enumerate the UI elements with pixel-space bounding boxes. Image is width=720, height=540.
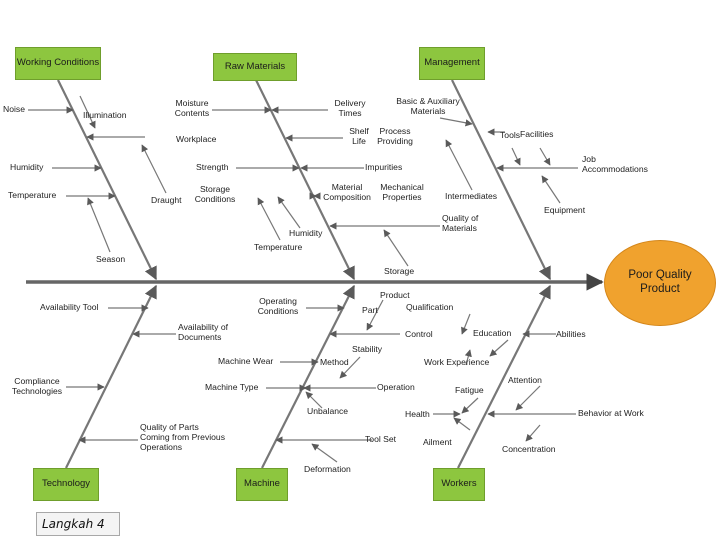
cause-work-experience: Work Experience (424, 357, 490, 367)
cause-control: Control (405, 329, 433, 339)
cause-part: Part (362, 305, 378, 315)
cause-attention: Attention (508, 375, 542, 385)
cause-equipment: Equipment (544, 205, 586, 215)
cause-method: Method (320, 357, 349, 367)
cause-machine-type: Machine Type (205, 382, 259, 392)
cause-temperature-rm: Temperature (254, 242, 303, 252)
bone-management (451, 79, 551, 281)
category-raw-materials: Raw Materials (213, 53, 297, 81)
cause-compliance-technologies: Compliance Technologies (11, 376, 63, 396)
cause-unbalance: Unbalance (307, 406, 349, 416)
category-working-conditions: Working Conditions (15, 47, 101, 80)
cause-material-composition: Material Composition (323, 182, 371, 202)
cause-abilities: Abilities (556, 329, 586, 339)
cause-deformation: Deformation (304, 464, 351, 474)
category-machine: Machine (236, 468, 288, 501)
bone-working-conditions (57, 79, 157, 281)
category-workers: Workers (433, 468, 485, 501)
cause-illumination: Illumination (83, 110, 127, 120)
cause-workplace: Workplace (176, 134, 217, 144)
cause-education: Education (473, 328, 512, 338)
cause-machine-wear: Machine Wear (218, 356, 274, 366)
cause-operation: Operation (377, 382, 415, 392)
cause-storage: Storage (384, 266, 415, 276)
cause-humidity-rm: Humidity (289, 228, 323, 238)
cause-intermediates: Intermediates (445, 191, 498, 201)
cause-basic-auxiliary-materials: Basic & Auxiliary Materials (396, 96, 460, 116)
cause-storage-conditions: Storage Conditions (194, 184, 236, 204)
cause-qualification: Qualification (406, 302, 454, 312)
category-technology: Technology (33, 468, 99, 501)
cause-draught: Draught (151, 195, 182, 205)
cause-stability: Stability (352, 344, 383, 354)
cause-fatigue: Fatigue (455, 385, 484, 395)
cause-tool-set: Tool Set (365, 434, 397, 444)
cause-noise: Noise (3, 104, 25, 114)
cause-operating-conditions: Operating Conditions (257, 296, 299, 316)
cause-health: Health (405, 409, 430, 419)
cause-process-providing: Process Providing (377, 126, 413, 146)
cause-availability-tool: Availability Tool (40, 302, 99, 312)
cause-shelf-life: Shelf Life (349, 126, 369, 146)
cause-product: Product (380, 290, 410, 300)
effect-label: Poor Quality Product (628, 269, 692, 295)
bone-workers (457, 284, 551, 469)
cause-delivery-times: Delivery Times (334, 98, 366, 118)
cause-impurities: Impurities (365, 162, 403, 172)
cause-concentration: Concentration (502, 444, 556, 454)
cause-humidity-wc: Humidity (10, 162, 44, 172)
cause-job-accommodations: Job Accommodations (582, 154, 648, 174)
cause-tools: Tools (500, 130, 521, 140)
cause-strength: Strength (196, 162, 229, 172)
category-management: Management (419, 47, 485, 80)
cause-mechanical-properties: Mechanical Properties (380, 182, 424, 202)
cause-availability-of-documents: Availability of Documents (178, 322, 228, 342)
cause-ailment: Ailment (423, 437, 452, 447)
cause-facilities: Facilities (520, 129, 554, 139)
cause-moisture-contents: Moisture Contents (174, 98, 210, 118)
cause-season: Season (96, 254, 126, 264)
cause-behavior-at-work: Behavior at Work (578, 408, 644, 418)
footer-note: Langkah 4 (36, 512, 120, 536)
effect-ellipse: Poor Quality Product (604, 240, 716, 326)
cause-quality-of-materials: Quality of Materials (442, 213, 479, 233)
cause-temperature-wc: Temperature (8, 190, 57, 200)
cause-quality-of-parts: Quality of Parts Coming from Previous Op… (140, 422, 226, 452)
